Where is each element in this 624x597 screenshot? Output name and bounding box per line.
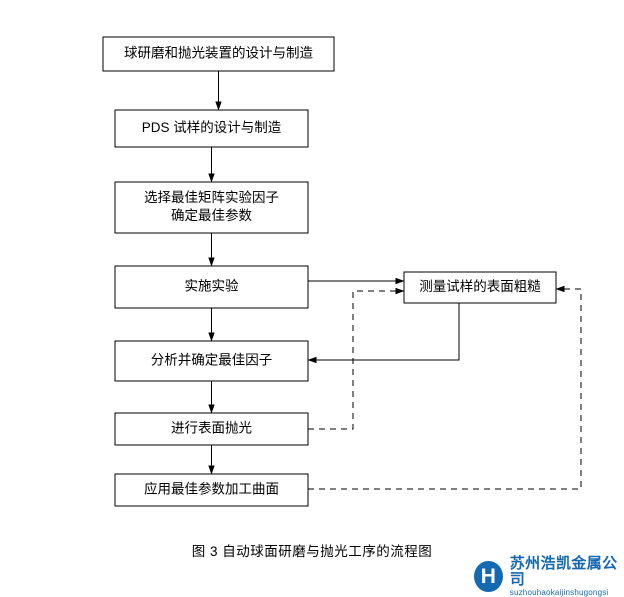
- node-label: 进行表面抛光: [171, 421, 252, 436]
- flow-node-n5: 分析并确定最佳因子: [115, 341, 308, 381]
- node-label: 实施实验: [185, 279, 239, 294]
- flow-node-n4: 实施实验: [115, 266, 308, 308]
- logo-company-name-cn: 苏州浩凯金属公司: [510, 556, 624, 588]
- node-label: 应用最佳参数加工曲面: [144, 481, 279, 497]
- flow-edge-e8: [308, 303, 459, 360]
- node-label: 分析并确定最佳因子: [151, 353, 273, 368]
- logo-h-icon: H: [474, 561, 503, 592]
- company-logo: H 苏州浩凯金属公司 suzhouhaokaijinshugongsi: [474, 556, 624, 597]
- flow-node-n8: 测量试样的表面粗糙: [404, 272, 556, 303]
- logo-text-block: 苏州浩凯金属公司 suzhouhaokaijinshugongsi: [510, 556, 624, 597]
- node-label: 确定最佳参数: [171, 207, 252, 223]
- node-label: 球研磨和抛光装置的设计与制造: [124, 46, 313, 61]
- flow-node-n2: PDS 试样的设计与制造: [115, 110, 308, 147]
- node-label: PDS 试样的设计与制造: [142, 120, 282, 135]
- flow-node-n1: 球研磨和抛光装置的设计与制造: [103, 37, 334, 71]
- flow-node-n7: 应用最佳参数加工曲面: [115, 474, 308, 506]
- flow-node-n6: 进行表面抛光: [115, 413, 308, 445]
- flow-edge-e10: [308, 289, 581, 489]
- node-label: 测量试样的表面粗糙: [419, 279, 541, 294]
- node-label: 选择最佳矩阵实验因子: [144, 190, 279, 205]
